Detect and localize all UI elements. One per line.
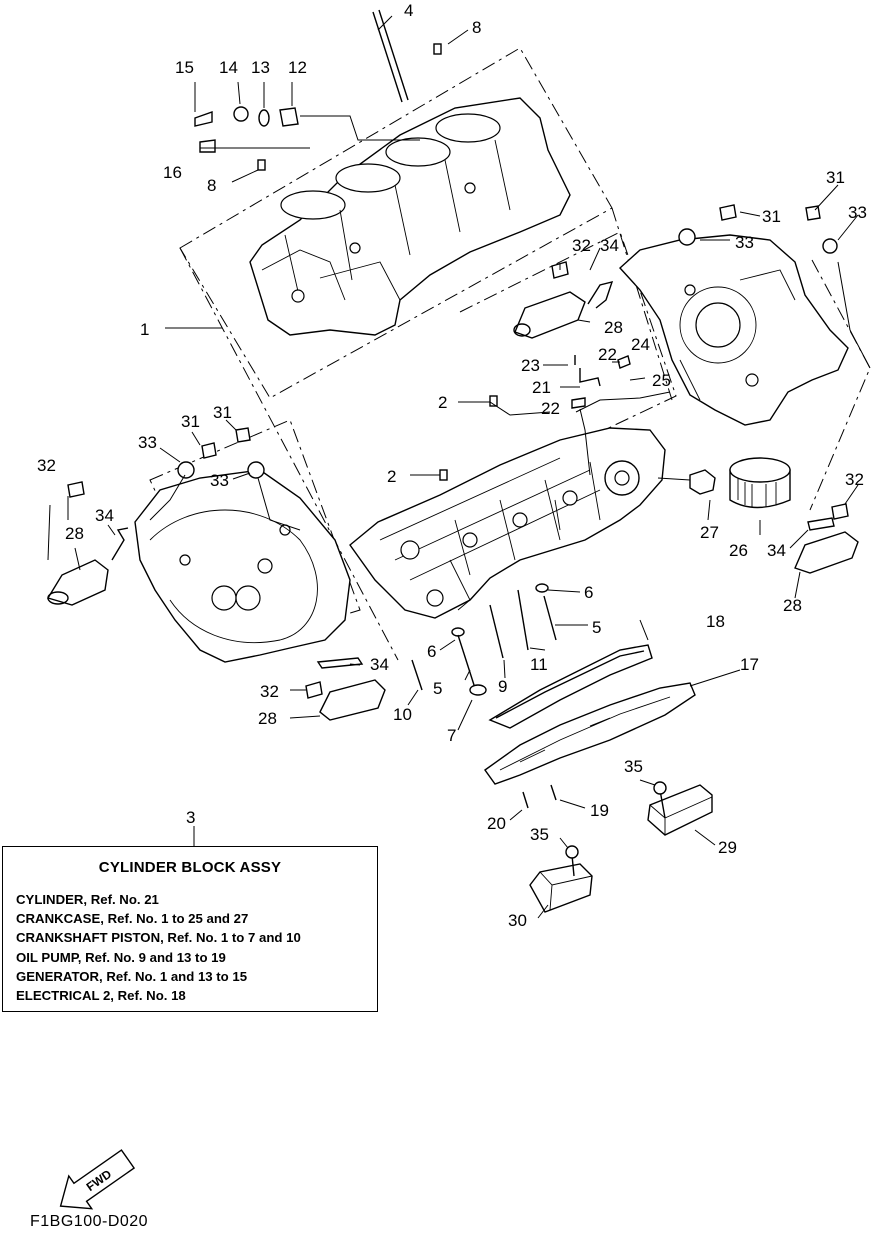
callout: 13 bbox=[251, 58, 270, 77]
callout: 33 bbox=[210, 471, 229, 490]
callout: 28 bbox=[258, 709, 277, 728]
callout: 31 bbox=[826, 168, 845, 187]
callout: 3 bbox=[186, 808, 195, 827]
callout: 35 bbox=[624, 757, 643, 776]
oil-pan-gasket bbox=[488, 644, 653, 729]
callout: 23 bbox=[521, 356, 540, 375]
callout: 20 bbox=[487, 814, 506, 833]
callout: 31 bbox=[762, 207, 781, 226]
assy-line: CRANKSHAFT PISTON, Ref. No. 1 to 7 and 1… bbox=[16, 930, 301, 946]
cover-30 bbox=[529, 863, 593, 913]
callout: 10 bbox=[393, 705, 412, 724]
cylinder-bore-1 bbox=[280, 190, 346, 220]
engine-mount-left bbox=[46, 559, 109, 606]
crankcase bbox=[349, 427, 666, 619]
union-bolt bbox=[689, 469, 716, 495]
callout: 33 bbox=[735, 233, 754, 252]
callout: 34 bbox=[600, 236, 619, 255]
callout: 25 bbox=[652, 371, 671, 390]
callout: 34 bbox=[767, 541, 786, 560]
callout: 11 bbox=[530, 655, 548, 674]
cylinder-bore-3 bbox=[385, 137, 451, 167]
callout: 16 bbox=[163, 163, 182, 182]
callout: 32 bbox=[845, 470, 864, 489]
callout: 33 bbox=[138, 433, 157, 452]
callout: 30 bbox=[508, 911, 527, 930]
callout: 28 bbox=[65, 524, 84, 543]
callout: 34 bbox=[370, 655, 389, 674]
callout: 19 bbox=[590, 801, 609, 820]
callout: 34 bbox=[95, 506, 114, 525]
callout: 31 bbox=[181, 412, 200, 431]
assy-line: ELECTRICAL 2, Ref. No. 18 bbox=[16, 988, 186, 1004]
callout: 35 bbox=[530, 825, 549, 844]
callout: 4 bbox=[404, 1, 413, 20]
cover-29 bbox=[647, 784, 713, 836]
left-crankcase-cover bbox=[134, 469, 351, 663]
callout: 5 bbox=[433, 679, 442, 698]
engine-mount-lower bbox=[319, 679, 386, 721]
cylinder-bore-2 bbox=[335, 163, 401, 193]
callout: 31 bbox=[213, 403, 232, 422]
callout: 32 bbox=[260, 682, 279, 701]
cylinder-bore-4 bbox=[435, 113, 501, 143]
callout: 26 bbox=[729, 541, 748, 560]
callout: 24 bbox=[631, 335, 650, 354]
callout-numbers: 1 2 2 3 4 5 5 6 6 7 8 8 9 10 11 12 13 14… bbox=[37, 1, 867, 930]
callout: 6 bbox=[427, 642, 436, 661]
callout: 32 bbox=[572, 236, 591, 255]
callout: 15 bbox=[175, 58, 194, 77]
assy-line: CRANKCASE, Ref. No. 1 to 25 and 27 bbox=[16, 911, 249, 927]
assy-line: GENERATOR, Ref. No. 1 and 13 to 15 bbox=[16, 968, 248, 984]
engine-mount-right bbox=[794, 531, 859, 574]
callout: 8 bbox=[207, 176, 216, 195]
callout: 28 bbox=[783, 596, 802, 615]
assy-line: OIL PUMP, Ref. No. 9 and 13 to 19 bbox=[16, 949, 226, 965]
callout: 9 bbox=[498, 677, 507, 696]
cylinder-block bbox=[249, 97, 571, 336]
right-crankcase-cover bbox=[619, 234, 849, 426]
callout: 32 bbox=[37, 456, 56, 475]
callout: 2 bbox=[438, 393, 447, 412]
callout: 17 bbox=[740, 655, 759, 674]
callout: 1 bbox=[140, 320, 149, 339]
callout: 2 bbox=[387, 467, 396, 486]
callout: 21 bbox=[532, 378, 551, 397]
callout: 22 bbox=[541, 399, 560, 418]
figure-code: F1BG100-D020 bbox=[30, 1213, 149, 1230]
callout: 27 bbox=[700, 523, 719, 542]
callout: 29 bbox=[718, 838, 737, 857]
callout: 12 bbox=[288, 58, 307, 77]
oil-pan bbox=[484, 682, 696, 785]
callout: 33 bbox=[848, 203, 867, 222]
fwd-arrow-icon: FWD bbox=[59, 1149, 136, 1210]
assy-title: CYLINDER BLOCK ASSY bbox=[98, 859, 282, 876]
callout: 18 bbox=[706, 612, 725, 631]
callout: 28 bbox=[604, 318, 623, 337]
engine-mount-upper bbox=[513, 291, 586, 339]
small-hardware bbox=[67, 9, 849, 877]
oil-filter bbox=[729, 457, 791, 509]
callout: 22 bbox=[598, 345, 617, 364]
callout: 14 bbox=[219, 58, 238, 77]
callout: 6 bbox=[584, 583, 593, 602]
callout: 5 bbox=[592, 618, 601, 637]
cylinder-block-assy-box: CYLINDER BLOCK ASSY CYLINDER, Ref. No. 2… bbox=[2, 846, 378, 1012]
assy-reference-list: CYLINDER, Ref. No. 21 CRANKCASE, Ref. No… bbox=[16, 890, 301, 1005]
assy-line: CYLINDER, Ref. No. 21 bbox=[16, 892, 159, 907]
callout: 8 bbox=[472, 18, 481, 37]
leader-lines bbox=[47, 15, 871, 919]
callout: 7 bbox=[447, 726, 456, 745]
